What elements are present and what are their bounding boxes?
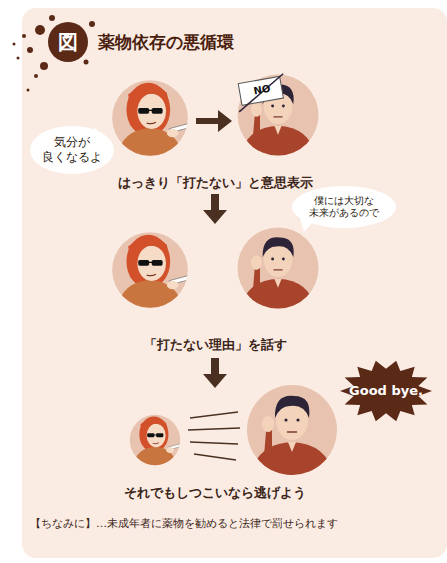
node-text-group: Good bye. xyxy=(349,383,423,399)
arrow-down xyxy=(203,194,227,224)
speech-bubble: 僕には大切な 未来があるので xyxy=(292,186,396,228)
refuser-figure xyxy=(238,75,319,161)
footnote: 【ちなみに】…未成年者に薬物を勧めると法律で罰せられます xyxy=(30,516,435,531)
dealer-figure-small xyxy=(130,415,186,468)
step-caption: 「打たない理由」を話す xyxy=(65,336,365,354)
speed-lines xyxy=(188,412,240,460)
dealer-figure xyxy=(112,232,196,312)
node-text: Good bye. xyxy=(349,383,423,399)
speech-bubble: 気分が 良くなるよ xyxy=(30,126,114,174)
sign-text: NO xyxy=(243,81,280,98)
figure-badge: 図 xyxy=(48,22,88,62)
step-caption: それでもしつこいなら逃げよう xyxy=(65,484,365,502)
node-text-group: 図 xyxy=(58,30,78,55)
runner-figure xyxy=(247,385,337,480)
diagram-title: 薬物依存の悪循環 xyxy=(98,31,234,54)
dealer-figure xyxy=(112,80,196,160)
node-text: 気分が 良くなるよ xyxy=(38,135,106,165)
arrow-right xyxy=(196,110,232,132)
node-text-group: 気分が 良くなるよ xyxy=(38,135,106,165)
node-text: 僕には大切な 未来があるので xyxy=(300,195,388,219)
node-text-group: 僕には大切な 未来があるので xyxy=(300,195,388,219)
panel xyxy=(22,8,447,558)
refuser-figure xyxy=(238,228,319,314)
node-text: 図 xyxy=(58,30,78,55)
no-sign xyxy=(234,74,288,112)
step-caption: はっきり「打たない」と意思表示 xyxy=(65,174,365,192)
splatter xyxy=(13,15,96,92)
goodbye-burst: Good bye. xyxy=(340,360,432,422)
burst-outline xyxy=(340,361,432,421)
arrow-down xyxy=(203,358,227,388)
